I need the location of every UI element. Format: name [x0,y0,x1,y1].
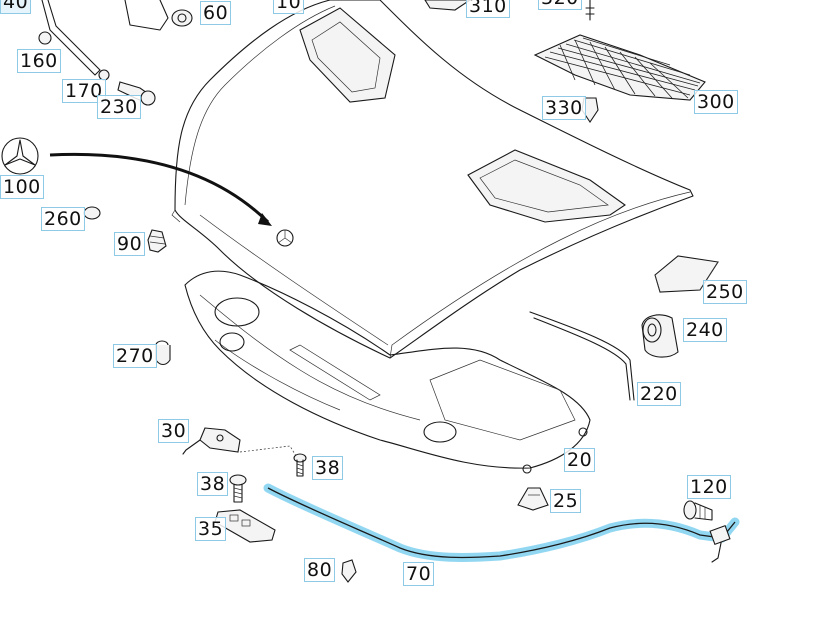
rubber-stop-90 [147,229,167,253]
callout-38-right[interactable]: 38 [312,456,344,480]
clip-80 [341,559,357,583]
rubber-stop-270 [155,340,171,366]
callout-320[interactable]: 320 [538,0,582,10]
callout-230[interactable]: 230 [97,95,141,119]
callout-60[interactable]: 60 [200,1,232,25]
callout-240[interactable]: 240 [683,318,727,342]
callout-160[interactable]: 160 [17,49,61,73]
callout-70[interactable]: 70 [403,562,435,586]
callout-330[interactable]: 330 [542,96,586,120]
star-emblem-part [1,137,39,175]
clip-25 [517,487,549,511]
callout-10[interactable]: 10 [273,0,305,14]
callout-38-left[interactable]: 38 [197,472,229,496]
release-cable-highlighted[interactable] [263,483,740,563]
callout-260[interactable]: 260 [41,207,85,231]
callout-270[interactable]: 270 [113,344,157,368]
hood-lock-30 [182,427,297,457]
hood-hinge [124,0,193,31]
callout-30[interactable]: 30 [158,419,190,443]
seal-strip-220 [529,311,635,401]
callout-250[interactable]: 250 [703,280,747,304]
hood-prop-rod [38,0,156,106]
plug-260 [83,206,101,220]
foam-block-250 [654,255,719,293]
bolt-38-left [229,474,247,503]
tape-roll-240 [641,314,679,358]
hood-inner-panel [184,270,591,474]
callout-90[interactable]: 90 [114,232,146,256]
callout-40[interactable]: 40 [0,0,32,14]
emblem-placement-arrow [49,152,270,224]
hood-panel [171,0,694,359]
bolt-38-right [293,453,307,477]
bolt-120 [683,500,713,521]
callout-20[interactable]: 20 [564,448,596,472]
callout-120[interactable]: 120 [687,475,731,499]
callout-35[interactable]: 35 [195,517,227,541]
callout-100[interactable]: 100 [0,175,44,199]
callout-80[interactable]: 80 [304,558,336,582]
callout-220[interactable]: 220 [637,382,681,406]
callout-310[interactable]: 310 [466,0,510,18]
callout-300[interactable]: 300 [694,90,738,114]
callout-25[interactable]: 25 [550,489,582,513]
